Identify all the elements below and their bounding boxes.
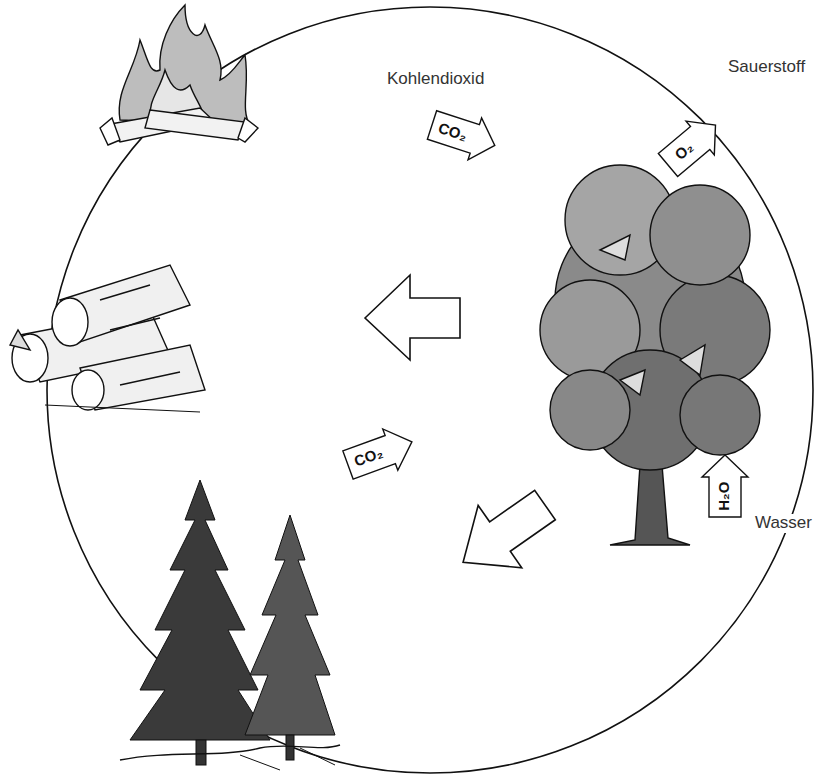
gas-name: Sauerstoff [726, 58, 807, 77]
gas-arrow [340, 421, 419, 486]
tree-illustration [540, 165, 770, 545]
fire-illustration [100, 5, 258, 145]
gas-name: Kohlendioxid [385, 70, 486, 89]
forest-illustration [120, 480, 340, 770]
gas-arrow [654, 108, 730, 182]
cycle-circle [47, 7, 813, 773]
gas-arrow [702, 455, 748, 517]
log-pile-illustration [10, 265, 205, 412]
flow-arrow [441, 474, 567, 594]
substance-name: Wasser [753, 514, 814, 533]
gas-arrow [425, 104, 501, 166]
chemical-formula: H₂O [717, 481, 734, 510]
flow-arrow [365, 275, 460, 360]
